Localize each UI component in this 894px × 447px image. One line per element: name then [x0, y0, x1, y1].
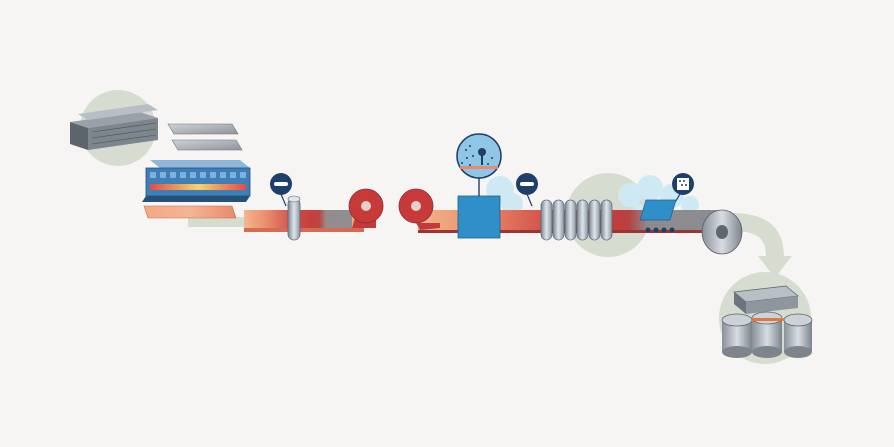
- spray-badge-icon: [672, 173, 694, 205]
- coils-icon: [721, 285, 813, 358]
- coil-icon: [348, 188, 384, 228]
- coil-cylinder: [721, 313, 753, 358]
- temperature-badge-icon: [516, 173, 538, 207]
- cooling-table-icon: [639, 199, 677, 233]
- coiler-icon: [701, 209, 743, 255]
- hot-slab-icon: [143, 205, 237, 219]
- water-spray-clouds: [486, 175, 699, 220]
- stacked-slabs-icon: [70, 104, 158, 150]
- temperature-badge-icon: [270, 173, 292, 207]
- slab-plates-icon: [167, 123, 243, 151]
- finishing-mill-rolls: [540, 199, 613, 241]
- water-spray-box-icon: [457, 170, 501, 239]
- coil-cylinder: [783, 313, 813, 358]
- spray-detail-badge-icon: [456, 133, 502, 179]
- coil-icon: [398, 188, 440, 230]
- roller-stand-icon: [287, 195, 301, 241]
- furnace-icon: [142, 160, 251, 202]
